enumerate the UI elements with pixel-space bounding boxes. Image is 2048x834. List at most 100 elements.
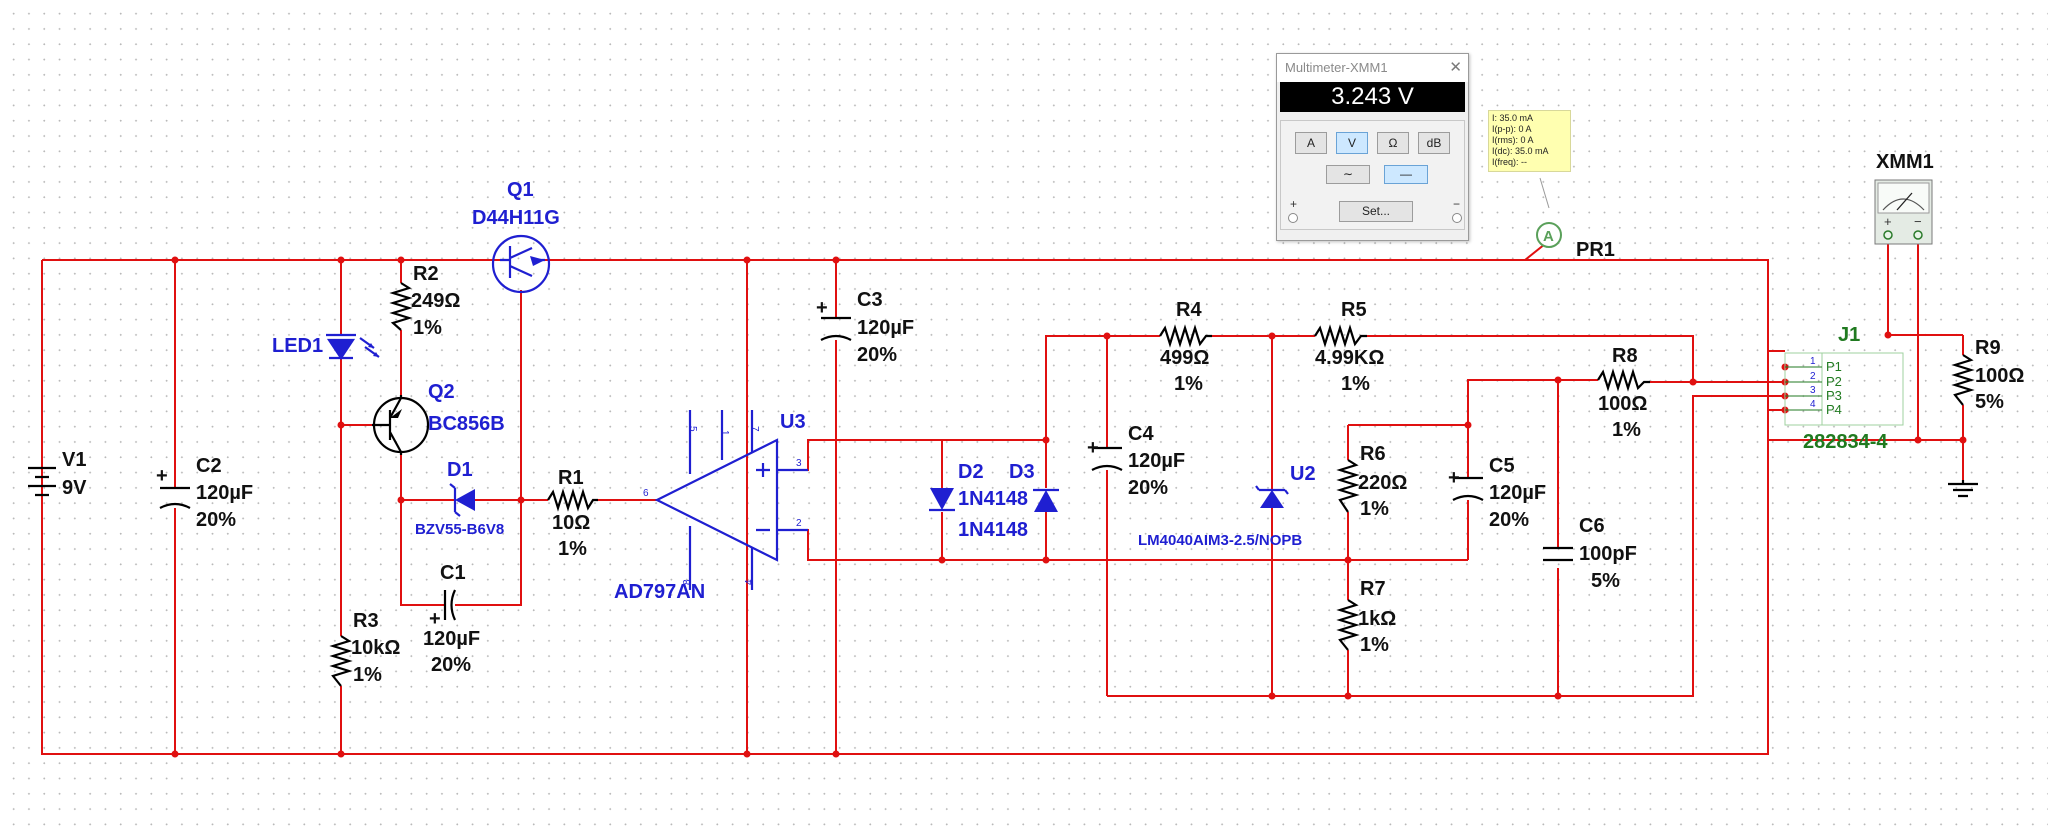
resistor-R5[interactable]: R5 4.99KΩ 1%: [1314, 299, 1384, 395]
resistor-R7[interactable]: R7 1kΩ 1%: [1336, 578, 1396, 656]
mode-amps-button[interactable]: A: [1295, 132, 1327, 154]
V1-ref: V1: [62, 449, 86, 471]
ground-symbol: [1948, 480, 1978, 498]
multimeter-title: Multimeter-XMM1: [1285, 60, 1388, 75]
U3-pin-4: 4: [744, 579, 755, 585]
plus-terminal-icon[interactable]: [1288, 213, 1298, 223]
capacitor-C5[interactable]: + C5 120µF 20%: [1448, 455, 1546, 531]
PR1-ref: PR1: [1576, 239, 1615, 261]
resistor-R8[interactable]: R8 100Ω 1%: [1597, 345, 1650, 441]
R7-value: 1kΩ: [1358, 608, 1396, 630]
R3-tolerance: 1%: [353, 664, 382, 686]
probe-current-pp: I(p-p): 0 A: [1492, 124, 1532, 134]
capacitor-C4[interactable]: + C4 120µF 20%: [1087, 423, 1185, 499]
R6-value: 220Ω: [1358, 472, 1407, 494]
ac-wave-button[interactable]: ∼: [1326, 165, 1370, 184]
resistor-R2[interactable]: R2 249Ω 1%: [389, 263, 460, 339]
C5-ref: C5: [1489, 455, 1515, 477]
R2-tolerance: 1%: [413, 317, 442, 339]
D1-ref: D1: [447, 459, 473, 481]
R8-value: 100Ω: [1598, 393, 1647, 415]
led-LED1[interactable]: LED1: [272, 333, 380, 360]
R1-value: 10Ω: [552, 512, 590, 534]
transistor-Q2[interactable]: Q2 BC856B: [372, 381, 505, 455]
C4-value: 120µF: [1128, 450, 1185, 472]
mode-volts-button[interactable]: V: [1336, 132, 1368, 154]
C1-tolerance: 20%: [431, 654, 471, 676]
R9-tolerance: 5%: [1975, 391, 2004, 413]
D2-ref: D2: [958, 461, 984, 483]
close-icon[interactable]: ✕: [1449, 59, 1462, 76]
C2-value: 120µF: [196, 482, 253, 504]
capacitor-C2[interactable]: + C2 120µF 20%: [156, 455, 253, 531]
J1-pin-P4: P4: [1826, 402, 1842, 417]
U3-pin-6: 6: [643, 488, 649, 499]
R3-value: 10kΩ: [351, 637, 400, 659]
zener-D1[interactable]: D1 BZV55-B6V8: [415, 459, 504, 538]
resistor-R1[interactable]: R1 10Ω 1%: [547, 467, 598, 560]
connector-J1[interactable]: 1 2 3 4 P1 P2 P3 P4 J1 282834-4: [1784, 324, 1904, 453]
U3-pin-3: 3: [796, 458, 802, 469]
probe-current-dc: I(dc): 35.0 mA: [1492, 146, 1549, 156]
C2-tolerance: 20%: [196, 509, 236, 531]
capacitor-C3[interactable]: + C3 120µF 20%: [816, 289, 914, 366]
minus-terminal-icon[interactable]: [1452, 213, 1462, 223]
R4-value: 499Ω: [1160, 347, 1209, 369]
multimeter-controls: A V Ω dB ∼ — Set... + −: [1280, 120, 1465, 230]
resistor-R9[interactable]: R9 100Ω 5%: [1951, 337, 2024, 413]
XMM1-minus: −: [1914, 214, 1922, 229]
R5-ref: R5: [1341, 299, 1367, 321]
R4-ref: R4: [1176, 299, 1202, 321]
capacitor-C6[interactable]: C6 100pF 5%: [1543, 515, 1637, 592]
resistor-R3[interactable]: R3 10kΩ 1%: [329, 610, 400, 687]
transistor-Q1[interactable]: Q1 D44H11G: [472, 179, 560, 294]
J1-pin-num-3: 3: [1810, 385, 1816, 396]
multimeter-XMM1-symbol[interactable]: + − XMM1: [1874, 151, 1934, 245]
U3-pin-7: 7: [749, 426, 760, 432]
current-probe-PR1[interactable]: A PR1: [1536, 177, 1615, 261]
mode-db-button[interactable]: dB: [1418, 132, 1450, 154]
C2-ref: C2: [196, 455, 222, 477]
R9-ref: R9: [1975, 337, 2001, 359]
R8-ref: R8: [1612, 345, 1638, 367]
J1-ref: J1: [1838, 324, 1860, 346]
D1-model: BZV55-B6V8: [415, 521, 504, 538]
U2-model: LM4040AIM3-2.5/NOPB: [1138, 532, 1302, 549]
C6-ref: C6: [1579, 515, 1605, 537]
battery-V1[interactable]: V1 9V: [28, 449, 87, 499]
C3-ref: C3: [857, 289, 883, 311]
diode-D2[interactable]: D2 1N4148: [929, 461, 1028, 512]
set-button[interactable]: Set...: [1339, 201, 1413, 222]
mode-ohms-button[interactable]: Ω: [1377, 132, 1409, 154]
J1-pin-num-4: 4: [1810, 399, 1816, 410]
probe-readout-tooltip: I: 35.0 mA I(p-p): 0 A I(rms): 0 A I(dc)…: [1488, 110, 1571, 172]
R5-tolerance: 1%: [1341, 373, 1370, 395]
R4-tolerance: 1%: [1174, 373, 1203, 395]
U3-pin-8: 8: [682, 579, 693, 585]
resistor-R4[interactable]: R4 499Ω 1%: [1159, 299, 1212, 395]
diode-D3[interactable]: D3 1N4148: [958, 461, 1059, 541]
multimeter-reading: 3.243 V: [1280, 82, 1465, 112]
multimeter-dialog[interactable]: Multimeter-XMM1 ✕ 3.243 V A V Ω dB ∼ — S…: [1276, 53, 1469, 241]
J1-pin-P1: P1: [1826, 359, 1842, 374]
R6-ref: R6: [1360, 443, 1386, 465]
R2-value: 249Ω: [411, 290, 460, 312]
U3-ref: U3: [780, 411, 806, 433]
C5-tolerance: 20%: [1489, 509, 1529, 531]
multimeter-title-bar[interactable]: Multimeter-XMM1 ✕: [1277, 54, 1468, 82]
probe-current-rms: I(rms): 0 A: [1492, 135, 1534, 145]
Q1-ref: Q1: [507, 179, 534, 201]
resistor-R6[interactable]: R6 220Ω 1%: [1336, 443, 1407, 520]
terminal-minus-label: −: [1453, 197, 1461, 211]
C5-plus-sign: +: [1448, 467, 1460, 489]
LED1-ref: LED1: [272, 335, 323, 357]
C4-ref: C4: [1128, 423, 1154, 445]
voltage-reference-U2[interactable]: U2 LM4040AIM3-2.5/NOPB: [1138, 463, 1316, 549]
R6-tolerance: 1%: [1360, 498, 1389, 520]
dc-wave-button[interactable]: —: [1384, 165, 1428, 184]
opamp-U3[interactable]: 3 2 6 1 5 7 8 4 U3 AD797AN: [614, 410, 808, 603]
Q2-model: BC856B: [428, 413, 505, 435]
U3-model: AD797AN: [614, 581, 705, 603]
capacitor-C1[interactable]: + C1 120µF 20%: [423, 562, 480, 676]
